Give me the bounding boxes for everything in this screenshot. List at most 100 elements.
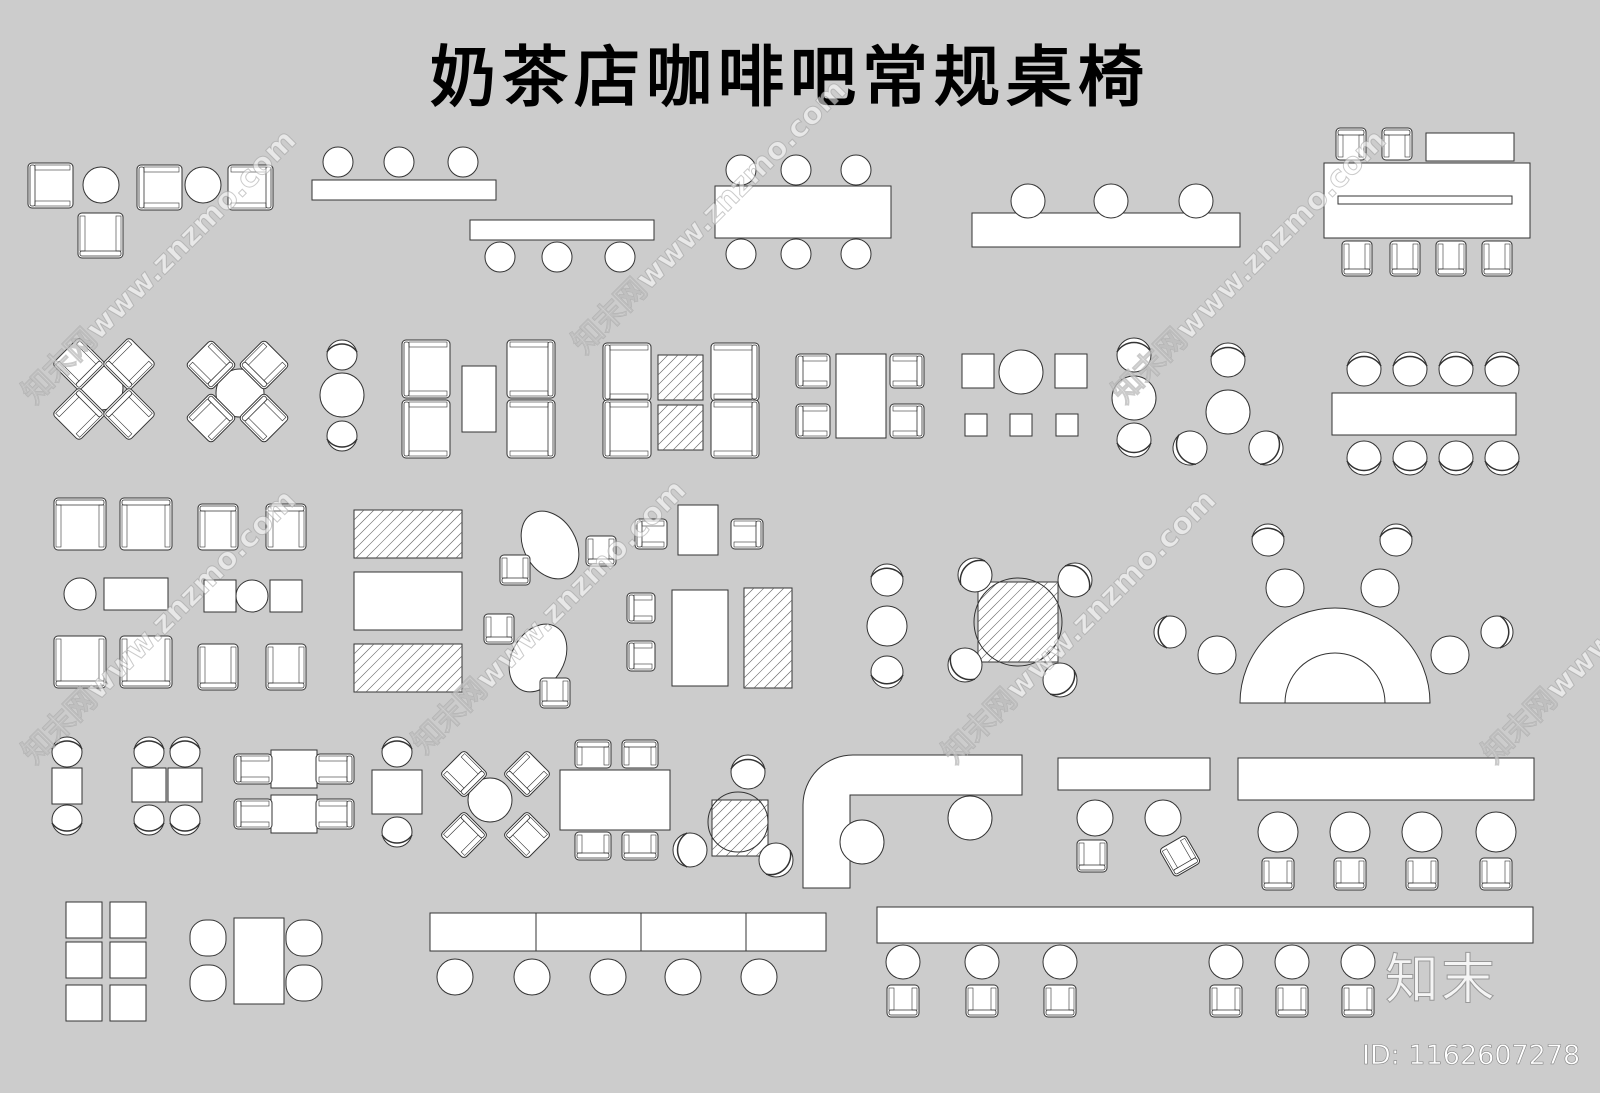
hatch xyxy=(682,379,704,401)
chair xyxy=(227,164,274,211)
round-table xyxy=(1144,799,1182,837)
chair xyxy=(1333,857,1367,891)
table xyxy=(971,212,1241,248)
booth-seat xyxy=(285,919,323,957)
chair xyxy=(1481,240,1513,277)
hatch xyxy=(405,509,455,559)
round-table xyxy=(964,944,1000,980)
hatch xyxy=(353,509,375,531)
hatch xyxy=(743,587,755,599)
table xyxy=(677,504,719,556)
round-table xyxy=(973,577,1063,667)
chair xyxy=(233,753,273,785)
hatch xyxy=(375,643,425,693)
chair xyxy=(506,339,556,399)
watermark-logo: 知末 xyxy=(1385,948,1497,1012)
stool xyxy=(169,804,201,836)
hatch xyxy=(415,645,463,693)
hatch xyxy=(735,823,769,857)
hatch xyxy=(353,509,365,521)
chair xyxy=(889,403,925,439)
chair xyxy=(621,831,659,861)
chair xyxy=(795,403,831,439)
hatch xyxy=(353,643,375,665)
hatch xyxy=(711,799,723,811)
round-table xyxy=(513,958,551,996)
chair xyxy=(621,739,659,769)
hatch xyxy=(365,509,415,559)
chair xyxy=(1159,835,1201,877)
round-table xyxy=(1178,183,1214,219)
table xyxy=(1057,757,1211,791)
round-table xyxy=(82,166,120,204)
curved-sofa-inner xyxy=(1284,652,1386,704)
stool xyxy=(1346,440,1382,476)
chair xyxy=(626,592,656,624)
stool xyxy=(133,804,165,836)
table xyxy=(103,577,169,611)
hatch xyxy=(353,509,385,541)
chair xyxy=(441,812,487,858)
hatch xyxy=(657,354,679,376)
table xyxy=(269,579,303,613)
table xyxy=(109,984,147,1022)
chair xyxy=(239,340,289,390)
table xyxy=(109,941,147,979)
hatch xyxy=(783,679,793,689)
stool xyxy=(169,736,201,768)
hatch xyxy=(455,685,463,693)
round-table xyxy=(184,166,222,204)
table xyxy=(371,769,423,815)
image-id: ID: 1162607278 xyxy=(1362,1040,1581,1072)
round-table xyxy=(383,146,415,178)
hatch xyxy=(662,359,704,401)
round-table xyxy=(235,579,269,613)
table xyxy=(1337,195,1513,205)
hatch xyxy=(1017,621,1059,663)
stool xyxy=(1153,615,1187,649)
chair xyxy=(1405,857,1439,891)
table xyxy=(131,767,167,803)
round-table xyxy=(664,958,702,996)
stool xyxy=(1484,440,1520,476)
round-table xyxy=(840,154,872,186)
chair xyxy=(1043,984,1077,1018)
stool xyxy=(957,557,993,593)
hatch xyxy=(355,509,405,559)
chair xyxy=(730,518,764,550)
chair xyxy=(265,643,307,691)
round-table xyxy=(604,241,636,273)
chair xyxy=(103,338,155,390)
chair xyxy=(965,984,999,1018)
table xyxy=(311,179,497,201)
round-table xyxy=(780,154,812,186)
round-table xyxy=(467,777,513,823)
chair xyxy=(634,518,668,550)
table xyxy=(711,799,769,857)
hatch xyxy=(977,581,1049,653)
table xyxy=(109,901,147,939)
hatch xyxy=(405,643,455,693)
hatch xyxy=(977,581,1029,633)
stool xyxy=(870,563,904,597)
table xyxy=(671,589,729,687)
table xyxy=(51,767,83,805)
hatch xyxy=(711,799,763,851)
stool xyxy=(133,736,165,768)
round-table xyxy=(1042,944,1078,980)
round-table xyxy=(885,944,921,980)
chair xyxy=(239,393,289,443)
hatch xyxy=(657,354,699,396)
round-table xyxy=(484,241,516,273)
hatch xyxy=(753,649,793,689)
chair xyxy=(265,503,307,551)
hatch xyxy=(743,629,793,679)
round-table xyxy=(1208,944,1244,980)
round-table xyxy=(839,819,885,865)
bar-counter xyxy=(802,754,1023,889)
hatch xyxy=(445,675,463,693)
chair xyxy=(186,340,236,390)
chair xyxy=(886,984,920,1018)
lounge-chair xyxy=(508,623,568,693)
chair xyxy=(483,613,515,645)
